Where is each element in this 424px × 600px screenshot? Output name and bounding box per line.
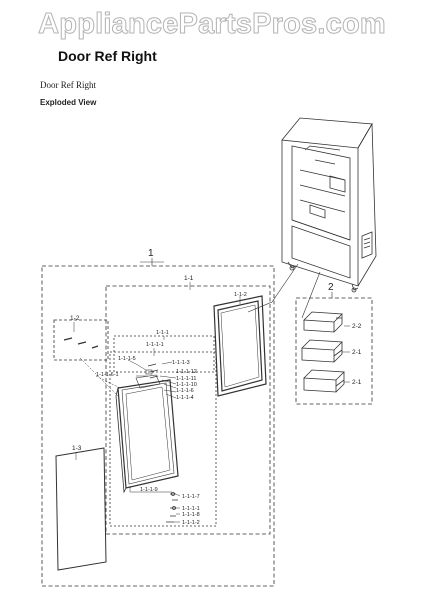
label-2-1-lower: 2-1 bbox=[352, 379, 362, 386]
label-group-2: 2 bbox=[328, 282, 334, 293]
label-2-1-upper: 2-1 bbox=[352, 349, 362, 356]
leader-line bbox=[301, 271, 321, 319]
door-bin-2-1-upper bbox=[301, 339, 343, 363]
label-group-1: 1 bbox=[148, 248, 154, 259]
door-panel-part bbox=[115, 374, 179, 494]
view-label: Exploded View bbox=[40, 98, 97, 107]
refrigerator-cabinet-illustration bbox=[281, 117, 377, 293]
label-1-1-1-6-1: 1-1-1-6-1 bbox=[96, 372, 119, 378]
label-1-1-1-1: 1-1-1-1 bbox=[182, 506, 200, 512]
label-1-1-1-5: 1-1-1-5 bbox=[118, 356, 136, 362]
label-1-3: 1-3 bbox=[72, 445, 82, 452]
label-1-1: 1-1 bbox=[184, 275, 194, 282]
diagram-subtitle: Door Ref Right bbox=[40, 80, 96, 90]
label-1-1-1-2: 1-1-1-2 bbox=[182, 520, 200, 526]
label-1-1-1-11: 1-1-1-11 bbox=[176, 376, 196, 382]
group-1-1-1-inner-box bbox=[109, 351, 217, 527]
door-cover-part bbox=[55, 447, 107, 571]
door-gasket-part bbox=[213, 295, 267, 397]
label-1-1-1-10: 1-1-1-10 bbox=[176, 382, 197, 388]
label-1-1-2: 1-1-2 bbox=[234, 292, 247, 298]
group-1-1-1-box bbox=[113, 335, 215, 373]
label-1-1-1-8: 1-1-1-8 bbox=[182, 512, 200, 518]
group-1-1-box bbox=[105, 285, 271, 535]
label-1-1-1-1: 1-1-1-1 bbox=[146, 342, 164, 348]
page-title: Door Ref Right bbox=[58, 48, 157, 64]
leader-line bbox=[247, 263, 299, 313]
label-1-1-1: 1-1-1 bbox=[156, 330, 169, 336]
watermark-text: AppliancePartsPros.com bbox=[38, 8, 386, 41]
label-1-1-1-4: 1-1-1-4 bbox=[176, 395, 194, 401]
group-1-box bbox=[41, 265, 275, 587]
label-1-1-1-12: 1-1-1-12 bbox=[176, 369, 197, 375]
label-1-1-1-7: 1-1-1-7 bbox=[182, 494, 200, 500]
label-2-2: 2-2 bbox=[352, 323, 362, 330]
label-1-1-1-6: 1-1-1-6 bbox=[176, 388, 194, 394]
label-1-1-1-3: 1-1-1-3 bbox=[172, 360, 190, 366]
door-bin-2-1-lower bbox=[303, 369, 345, 393]
door-bin-2-2 bbox=[303, 311, 343, 333]
label-1-1-1-9: 1-1-1-9 bbox=[140, 487, 158, 493]
label-1-2: 1-2 bbox=[70, 315, 80, 322]
hinge-box bbox=[53, 319, 109, 361]
